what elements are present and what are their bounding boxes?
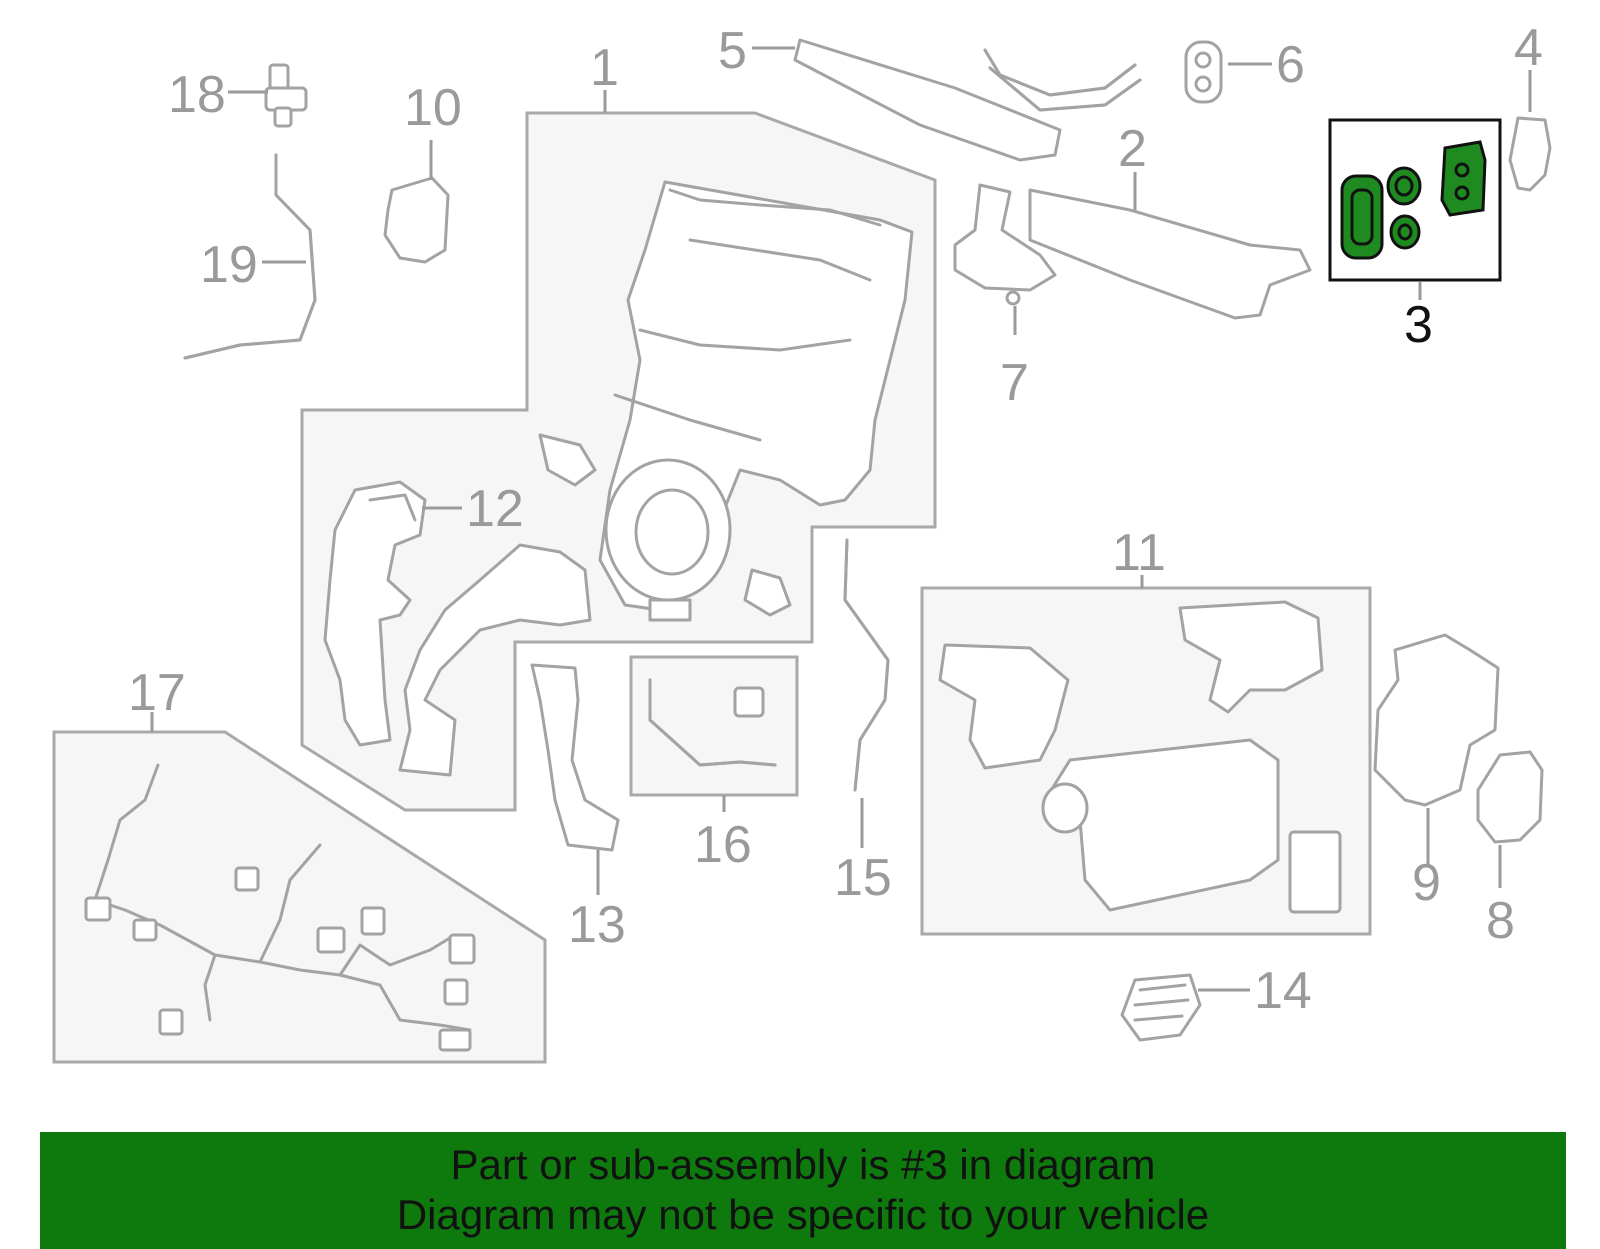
valve-part-18[interactable] [264,63,308,128]
evaporator-pipe-part-5[interactable] [793,38,1142,162]
info-banner: Part or sub-assembly is #3 in diagram Di… [40,1132,1566,1249]
bracket-part-13[interactable] [530,663,620,852]
callout-2: 2 [1118,120,1147,178]
actuator-part-10[interactable] [383,176,450,264]
callout-3: 3 [1404,296,1433,354]
hose-part-15[interactable] [843,538,890,792]
wire-harness-part-17[interactable] [84,763,476,1052]
callout-17: 17 [128,664,186,722]
callout-10: 10 [404,79,462,137]
clip-part-4[interactable] [1508,116,1552,192]
callout-16: 16 [694,816,752,874]
group-box-17 [52,730,547,1064]
banner-line-1: Part or sub-assembly is #3 in diagram [450,1141,1156,1188]
expansion-valve-kit-part-3[interactable] [1328,118,1502,282]
callout-5: 5 [718,22,747,80]
filter-part-14[interactable] [1120,973,1202,1042]
bracket-part-7[interactable] [953,183,1057,306]
pipe-part-2[interactable] [1028,188,1312,320]
part-3-highlight-box [1328,118,1502,282]
hose-part-19[interactable] [183,153,317,360]
callout-9: 9 [1412,854,1441,912]
actuator-part-9[interactable] [1373,633,1500,807]
callout-18: 18 [168,66,226,124]
duct-part-12[interactable] [323,480,427,747]
callout-6: 6 [1276,36,1305,94]
motor-part-8[interactable] [1476,750,1544,844]
callout-7: 7 [1000,354,1029,412]
duct-part-lower[interactable] [398,543,592,777]
assembly-part-11[interactable] [938,600,1342,914]
callout-14: 14 [1254,962,1312,1020]
leader-lines [150,46,1532,992]
callout-8: 8 [1486,892,1515,950]
hose-part-16[interactable] [648,678,777,767]
callout-11: 11 [1112,524,1166,582]
grommet-part-6[interactable] [1184,40,1223,104]
heater-unit-part[interactable] [538,180,914,622]
callout-4: 4 [1514,19,1543,77]
callout-13: 13 [568,896,626,954]
callout-12: 12 [466,480,524,538]
callout-19: 19 [200,236,258,294]
callout-15: 15 [834,849,892,907]
callout-1: 1 [590,39,619,97]
banner-line-2: Diagram may not be specific to your vehi… [396,1191,1210,1238]
